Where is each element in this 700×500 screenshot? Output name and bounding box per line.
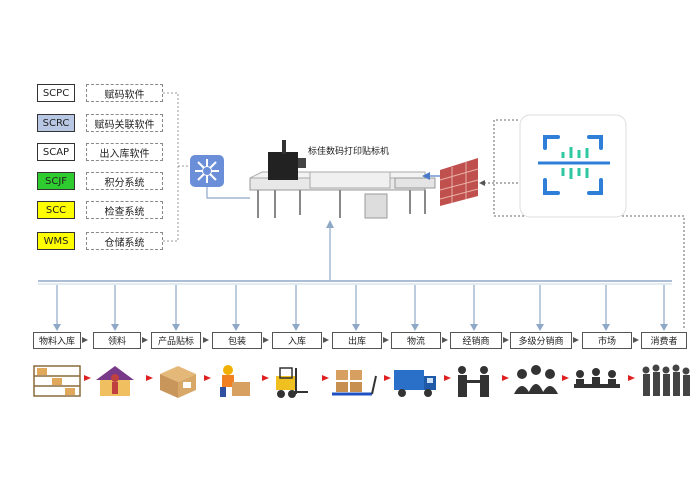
flow-arrows	[82, 337, 639, 343]
system-bracket	[163, 92, 190, 242]
flow-step-pick: 领料	[93, 332, 141, 349]
system-name-scc: 检查系统	[86, 201, 163, 219]
group-people-icon	[514, 365, 558, 394]
flow-step-market: 市场	[582, 332, 632, 349]
meeting-icon	[574, 368, 620, 388]
flow-step-labeling: 产品贴标	[151, 332, 201, 349]
flow-step-logistics: 物流	[391, 332, 441, 349]
truck-icon	[394, 370, 436, 397]
firewall-icon	[439, 158, 479, 206]
network-hub-icon	[190, 155, 224, 187]
system-code-scpc: SCPC	[37, 84, 75, 102]
system-code-wms: WMS	[37, 232, 75, 250]
packing-worker-icon	[220, 365, 250, 397]
system-code-scjf: SCJF	[37, 172, 75, 190]
crowd-icon	[642, 364, 690, 396]
system-name-scap: 出入库软件	[86, 143, 163, 161]
flow-step-stock-in: 入库	[272, 332, 322, 349]
pallet-jack-icon	[332, 370, 377, 396]
bus-drop-arrows	[53, 285, 668, 331]
flow-step-stock-out: 出库	[332, 332, 382, 349]
labeling-machine-icon	[249, 140, 436, 219]
handshake-icon	[458, 366, 489, 397]
flow-step-material-in: 物料入库	[33, 332, 81, 349]
icon-arrows	[84, 375, 635, 381]
flow-step-packing: 包装	[212, 332, 262, 349]
system-name-scjf: 积分系统	[86, 172, 163, 190]
system-name-scpc: 赋码软件	[86, 84, 163, 102]
system-code-scc: SCC	[37, 201, 75, 219]
system-name-scrc: 赋码关联软件	[86, 114, 163, 132]
flow-icons	[33, 364, 690, 398]
warehouse-shelves-icon	[33, 365, 81, 397]
warehouse-worker-icon	[96, 366, 134, 396]
system-name-wms: 仓储系统	[86, 232, 163, 250]
forklift-icon	[276, 367, 308, 398]
flow-step-consumer: 消费者	[641, 332, 687, 349]
flow-step-dealer: 经销商	[450, 332, 502, 349]
device-label: 标佳数码打印贴标机	[308, 147, 390, 157]
system-code-scrc: SCRC	[37, 114, 75, 132]
hub-to-machine-line	[206, 187, 250, 199]
scanner-icon	[519, 114, 627, 218]
flow-step-distributors: 多级分销商	[510, 332, 572, 349]
system-code-scap: SCAP	[37, 143, 75, 161]
labeled-box-icon	[160, 366, 196, 398]
scanner-to-bus-link	[493, 119, 685, 330]
